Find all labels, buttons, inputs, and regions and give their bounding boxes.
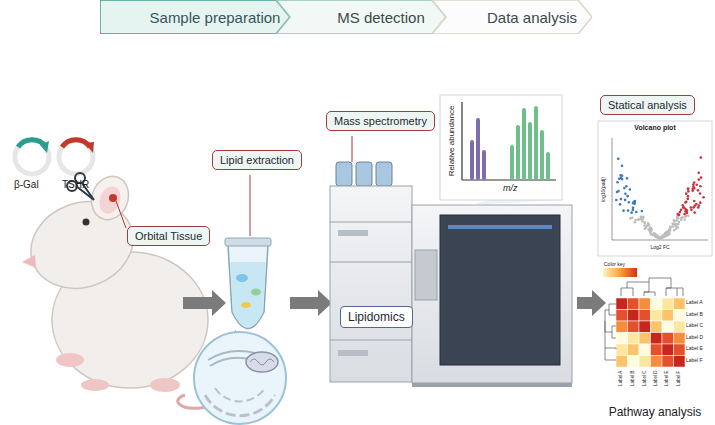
chart-label: Label A [619,370,624,385]
chart-label: Label B [686,312,703,317]
gene-icons [15,140,94,174]
box-label: Lipidomics [348,310,405,324]
chart-label: Label D [686,335,703,340]
chart-label: Label A [686,300,703,305]
label-box: Lipidomics [340,306,413,328]
chart-label: Label E [665,370,670,385]
chart-label: Label F [686,358,703,363]
chart-label: Label F [677,370,682,385]
label-box: Lipid extraction [212,150,302,170]
label-box: Orbital Tissue [127,226,210,246]
box-label: Mass spectrometry [334,115,427,127]
chart-label: Label C [686,323,703,328]
gene-label: TSHR [62,180,89,190]
label-box: Statical analysis [600,95,695,115]
chart-label: Volcano plot [634,124,675,131]
chart-label: log10(padj) [602,176,607,201]
tube-illustration [194,175,286,424]
box-label: Statical analysis [608,99,687,111]
chart-label: Label E [686,346,703,351]
step-title: Data analysis [432,0,622,34]
panel-caption: Pathway analysis [609,406,702,418]
chart-label: m/z [503,184,518,193]
heatmap [603,268,685,367]
chart-label: Log2 FC [650,245,669,250]
chart-label: Relative abundance [448,106,456,177]
box-label: Lipid extraction [220,154,294,166]
gene-label: β-Gal [14,180,39,190]
spectrum-inset [440,95,562,205]
step-chevron: Data analysis [432,0,622,34]
volcano-plot [598,121,712,256]
chart-label: Label C [642,370,647,386]
label-box: Mass spectrometry [326,111,435,131]
chart-label: Label D [654,370,659,386]
chart-label: Color key [604,262,625,267]
box-label: Orbital Tissue [135,230,202,242]
chart-label: Label B [631,370,636,385]
